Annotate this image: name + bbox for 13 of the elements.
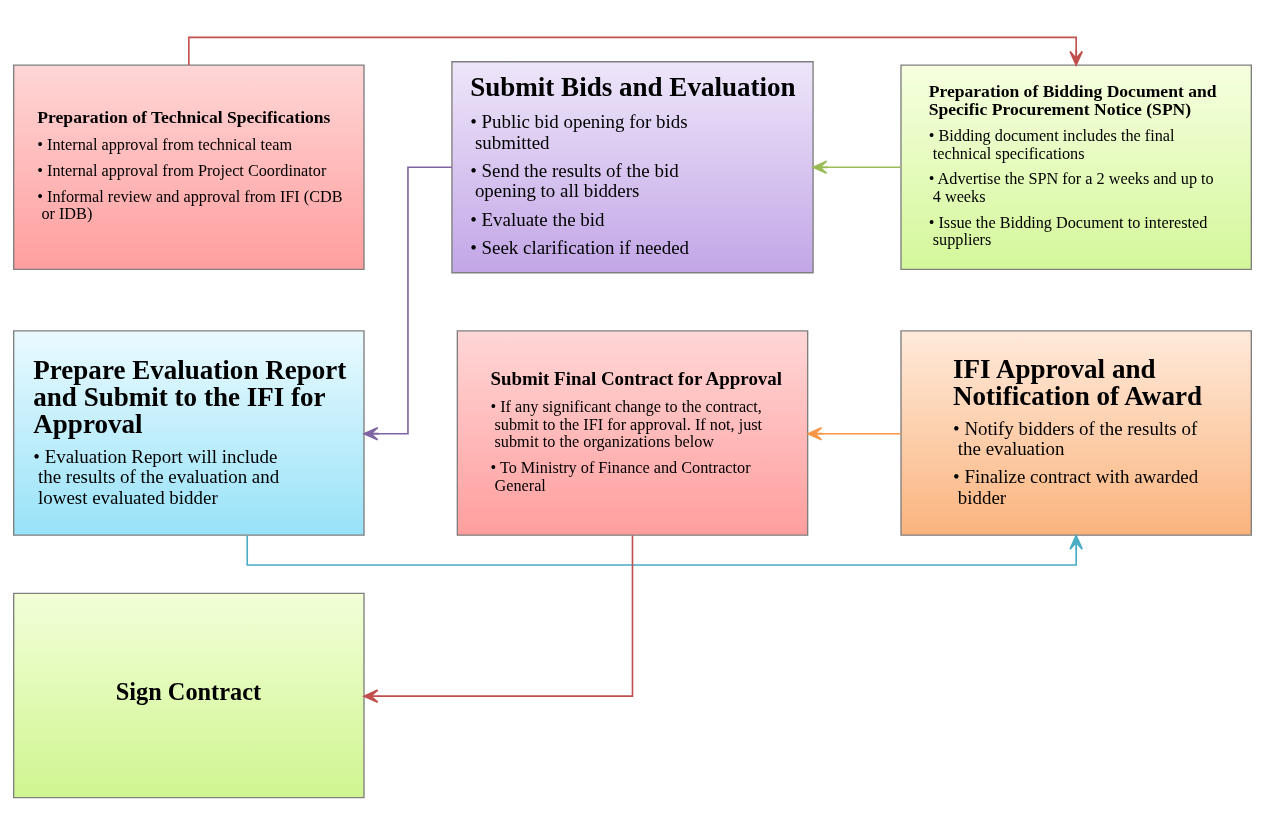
node-box: Submit Final Contract for Approval • If any significant change to the contract, submit to the IFI for approval. If not, just submit to the organizations below • To Ministry of Finance and Contractor General bbox=[456, 329, 809, 536]
arrow bbox=[807, 426, 902, 441]
arrow bbox=[246, 534, 1084, 566]
arrow bbox=[812, 159, 902, 174]
node-box: Prepare Evaluation Report and Submit to the IFI for Approval • Evaluation Report will include the results of the evaluation and lowest evaluated bidder bbox=[13, 329, 365, 536]
node-box: Preparation of Technical Specifications • Internal approval from technical team • Internal approval from Project Coordinator • Informal review and approval from IFI (CDB or IDB) bbox=[13, 63, 365, 270]
node-box: IFI Approval and Notification of Award • Notify bidders of the results of the evaluation • Finalize contract with awarded bidder bbox=[900, 329, 1252, 536]
node-box: Preparation of Bidding Document and Specific Procurement Notice (SPN) • Bidding document includes the final technical specifications • Advertise the SPN for a 2 weeks and up to 4 weeks • Issue the Bidding Document to interested suppliers bbox=[900, 63, 1252, 270]
node-box: Submit Bids and Evaluation • Public bid opening for bids submitted • Send the results of the bid opening to all bidders • Evaluate the bid • Seek clarification if needed bbox=[451, 60, 814, 273]
arrow bbox=[363, 165, 453, 441]
arrow bbox=[188, 36, 1084, 66]
arrow bbox=[363, 534, 634, 703]
node-box: Sign Contract bbox=[13, 592, 365, 798]
